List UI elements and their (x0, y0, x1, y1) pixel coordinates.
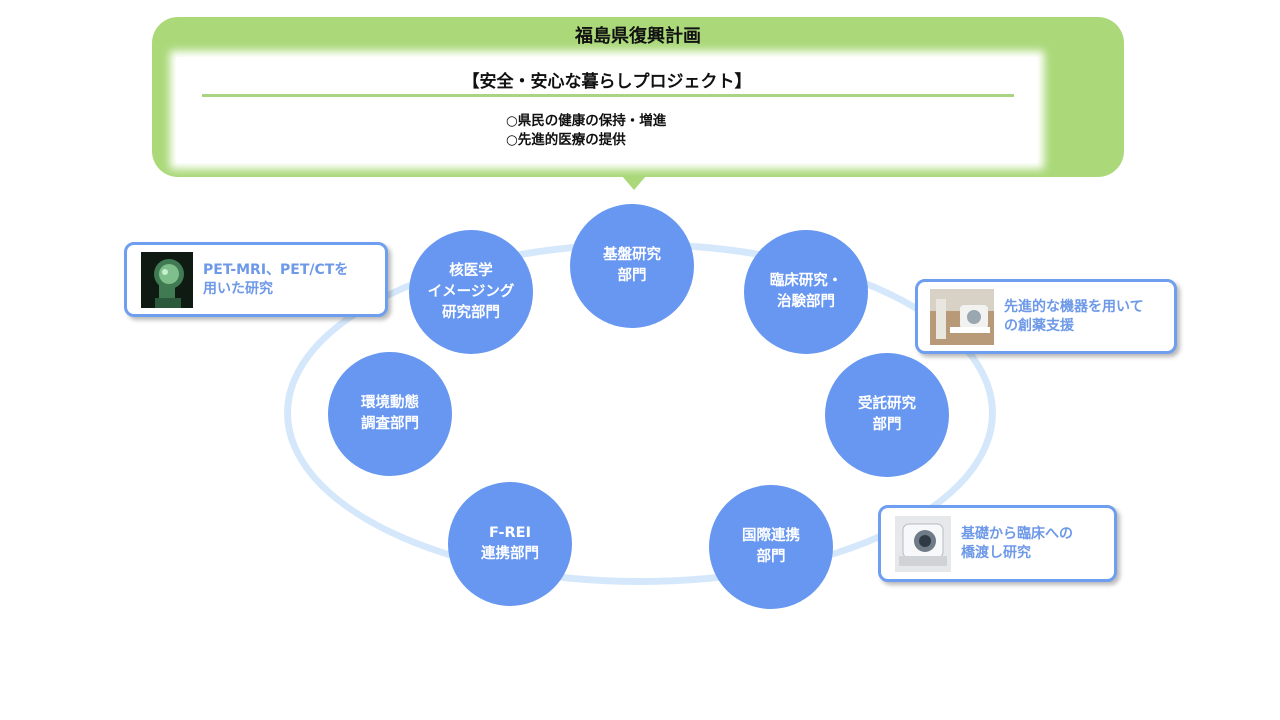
plan-title: 福島県復興計画 (575, 26, 701, 47)
callout-text: PET-MRI、PET/CTを 用いた研究 (203, 261, 349, 297)
callout-drug-discovery: 先進的な機器を用いて の創薬支援 (915, 279, 1177, 354)
dept-international: 国際連携 部門 (709, 485, 833, 609)
callout-text: 先進的な機器を用いて の創薬支援 (1004, 298, 1144, 334)
dept-label: 国際連携 部門 (742, 528, 800, 565)
lab-equipment-image (930, 288, 994, 345)
dept-contract-research: 受託研究 部門 (825, 353, 949, 477)
dept-label: 環境動態 調査部門 (361, 395, 419, 432)
dept-label: 核医学 イメージング 研究部門 (427, 262, 515, 321)
mri-scanner-image (895, 515, 951, 572)
dept-frei: F-REI 連携部門 (448, 482, 572, 606)
dept-label: 臨床研究・ 治験部門 (769, 273, 843, 310)
callout-text: 基礎から臨床への 橋渡し研究 (961, 525, 1073, 561)
project-divider (202, 94, 1014, 97)
project-title: 【安全・安心な暮らしプロジェクト】 (462, 72, 752, 92)
dept-label: 受託研究 部門 (858, 396, 916, 433)
goal-item: ○先進的医療の提供 (506, 132, 626, 148)
plan-pointer (622, 176, 646, 190)
dept-label: F-REI 連携部門 (481, 525, 539, 562)
project-panel: 【安全・安心な暮らしプロジェクト】 ○県民の健康の保持・増進 ○先進的医療の提供 (176, 57, 1038, 163)
pet-scan-image (141, 251, 193, 308)
dept-environment: 環境動態 調査部門 (328, 352, 452, 476)
goal-list: ○県民の健康の保持・増進 ○先進的医療の提供 (506, 112, 666, 150)
recovery-plan-box: 福島県復興計画 【安全・安心な暮らしプロジェクト】 ○県民の健康の保持・増進 ○… (152, 17, 1124, 177)
callout-pet-research: PET-MRI、PET/CTを 用いた研究 (124, 242, 388, 317)
goal-item: ○県民の健康の保持・増進 (506, 113, 667, 129)
dept-nuclear-imaging: 核医学 イメージング 研究部門 (409, 230, 533, 354)
dept-clinical-research: 臨床研究・ 治験部門 (744, 230, 868, 354)
dept-basic-research: 基盤研究 部門 (570, 204, 694, 328)
dept-label: 基盤研究 部門 (603, 247, 661, 284)
callout-translational-research: 基礎から臨床への 橋渡し研究 (878, 505, 1117, 582)
